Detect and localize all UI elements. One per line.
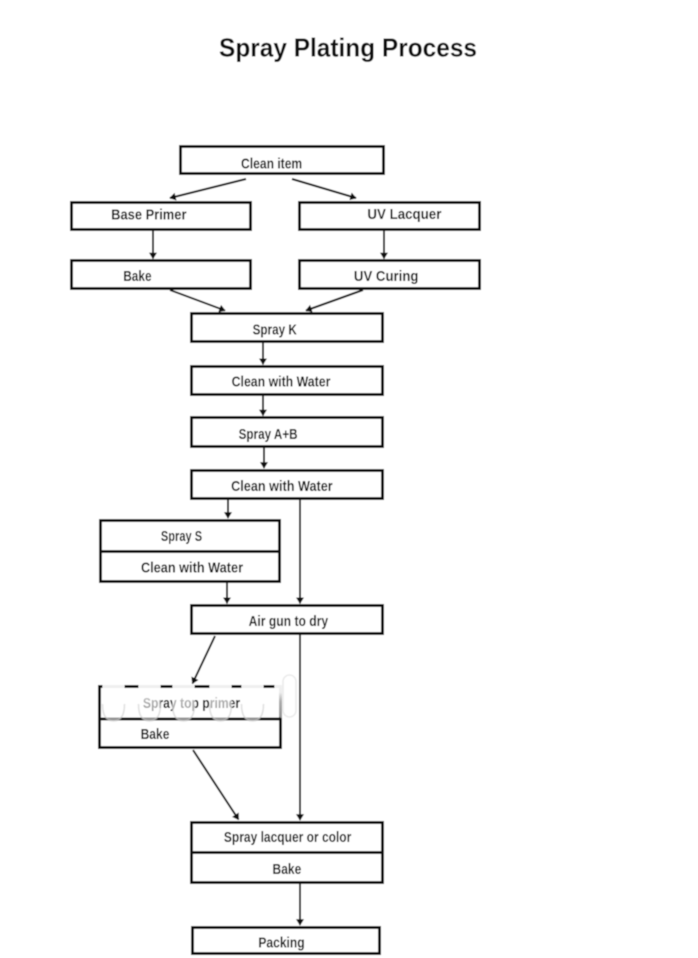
svg-text:UV Curing: UV Curing (354, 267, 419, 284)
svg-text:Spray K: Spray K (253, 321, 297, 338)
svg-text:Clean item: Clean item (241, 155, 302, 172)
svg-text:Spray S: Spray S (161, 527, 202, 544)
svg-text:UV Lacquer: UV Lacquer (367, 206, 441, 223)
svg-text:Base Primer: Base Primer (111, 206, 187, 223)
svg-text:Spray A+B: Spray A+B (239, 426, 298, 443)
svg-text:Packing: Packing (258, 934, 304, 951)
svg-text:Bake: Bake (273, 861, 302, 878)
svg-text:Spray lacquer or color: Spray lacquer or color (224, 829, 352, 846)
svg-text:Air gun to dry: Air gun to dry (249, 613, 329, 629)
svg-text:Clean with Water: Clean with Water (232, 373, 331, 389)
svg-text:Clean with Water: Clean with Water (141, 558, 244, 575)
svg-text:Clean with Water: Clean with Water (231, 477, 333, 494)
svg-text:Bake: Bake (141, 726, 170, 743)
svg-text:Bake: Bake (123, 268, 152, 285)
svg-text:Spray Plating Process: Spray Plating Process (219, 34, 477, 63)
